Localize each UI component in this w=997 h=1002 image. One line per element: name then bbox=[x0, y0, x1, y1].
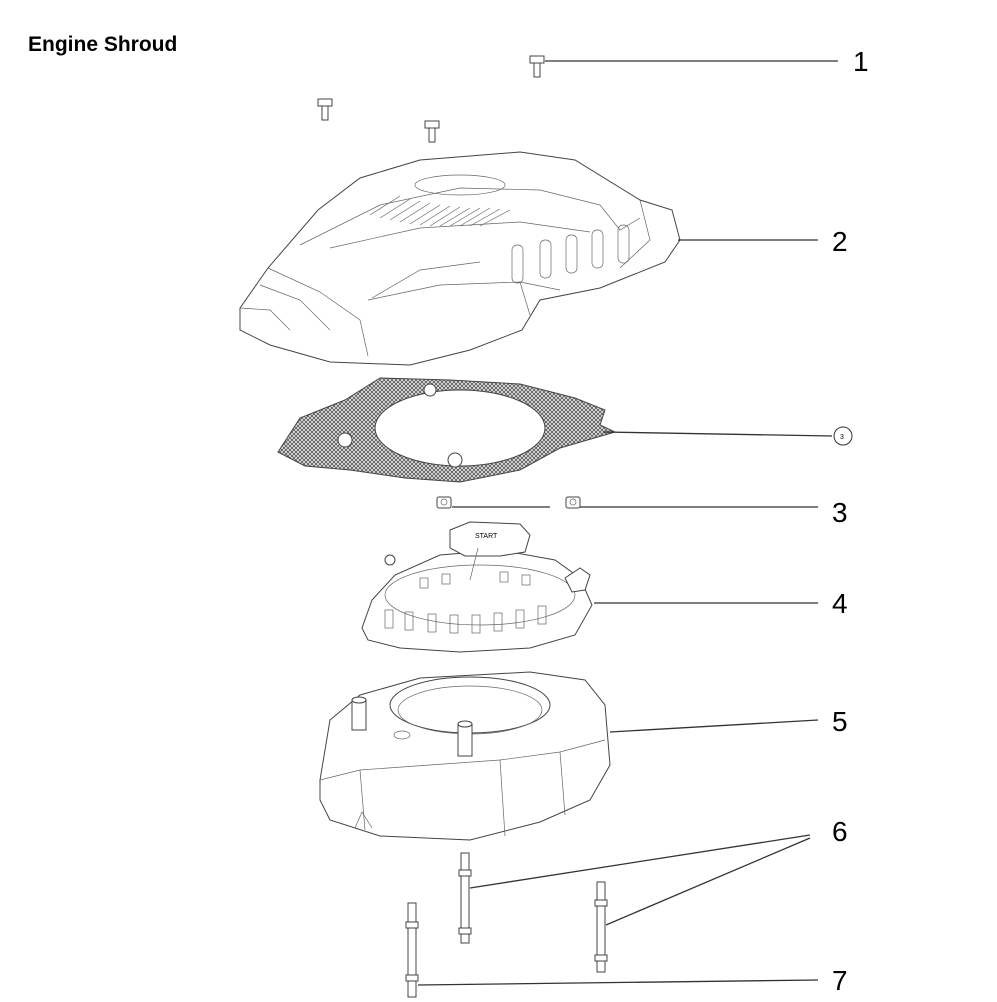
stud-left bbox=[458, 852, 472, 944]
studs bbox=[458, 852, 608, 973]
blower-housing bbox=[319, 671, 611, 841]
callout-4: 4 bbox=[832, 588, 848, 619]
callout-labels: 1 2 3 4 5 6 7 3 bbox=[832, 46, 869, 996]
diagram-title: Engine Shroud bbox=[28, 33, 178, 56]
recoil-starter: START bbox=[361, 521, 593, 653]
nut-right bbox=[565, 496, 581, 509]
housing-post-left bbox=[351, 696, 367, 731]
nuts bbox=[436, 496, 581, 509]
bolt-left bbox=[317, 98, 333, 121]
gasket-callout-circle: 3 bbox=[833, 426, 853, 446]
callout-7: 7 bbox=[832, 965, 848, 996]
housing-post-right bbox=[457, 720, 473, 757]
starter-handle-label: START bbox=[475, 533, 498, 540]
callout-3: 3 bbox=[832, 497, 848, 528]
long-stud bbox=[405, 902, 419, 998]
callout-2: 2 bbox=[832, 226, 848, 257]
callout-6: 6 bbox=[832, 816, 848, 847]
nut-left bbox=[436, 496, 452, 509]
stud-right bbox=[594, 881, 608, 973]
engine-cover bbox=[239, 151, 681, 366]
leader-lines bbox=[417, 60, 838, 986]
gasket-callout: 3 bbox=[840, 434, 844, 441]
callout-1: 1 bbox=[853, 46, 869, 77]
starter-handle: START bbox=[449, 521, 531, 581]
shroud-bolts bbox=[317, 55, 545, 143]
callout-5: 5 bbox=[832, 706, 848, 737]
bolt-middle bbox=[424, 120, 440, 143]
gasket bbox=[277, 377, 617, 483]
bolt-top bbox=[529, 55, 545, 78]
